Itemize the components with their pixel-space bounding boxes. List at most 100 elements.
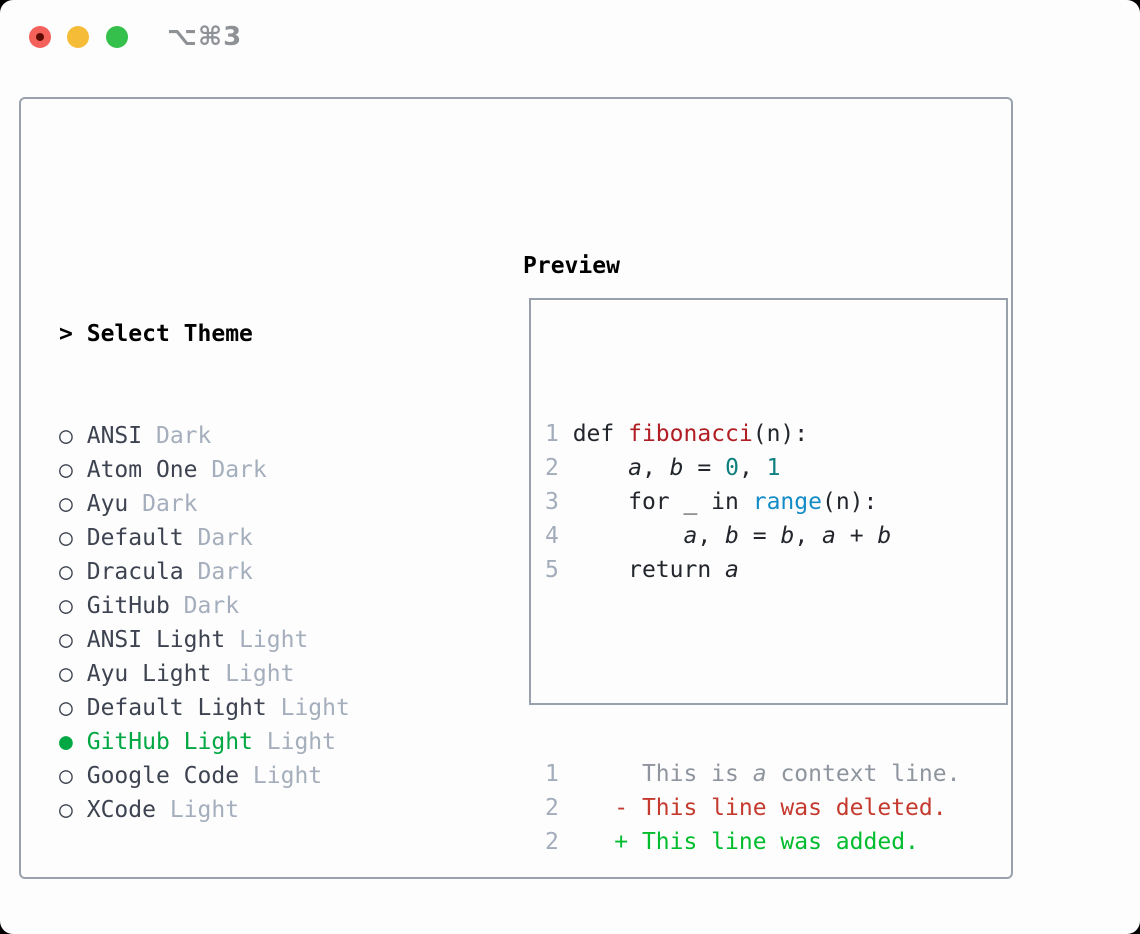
option-variant-label: Dark xyxy=(142,491,198,517)
theme-option[interactable]: ○ Google Code Light xyxy=(59,759,447,793)
option-variant-label: Dark xyxy=(211,457,267,483)
option-variant-label: Light xyxy=(252,763,323,789)
code-token: - This line was deleted. xyxy=(614,795,947,821)
code-token xyxy=(559,455,628,481)
code-token xyxy=(559,523,684,549)
code-token: b xyxy=(669,455,684,481)
radio-unselected-icon: ○ xyxy=(59,797,73,823)
theme-option[interactable]: ○ GitHub Dark xyxy=(59,589,447,623)
line-number: 2 xyxy=(545,795,559,821)
code-line: 5 return a xyxy=(545,553,960,587)
option-label: Default xyxy=(86,525,184,551)
radio-unselected-icon: ○ xyxy=(59,593,73,619)
theme-option[interactable]: ○ Dracula Dark xyxy=(59,555,447,589)
code-token: def xyxy=(558,421,629,447)
theme-option[interactable]: ● GitHub Light Light xyxy=(59,725,447,759)
code-token: 1 xyxy=(766,455,781,481)
window-title: ⌥⌘3 xyxy=(167,22,243,52)
radio-unselected-icon: ○ xyxy=(59,423,73,449)
theme-picker-panel: > Select Theme ○ ANSI Dark○ Atom One Dar… xyxy=(19,97,1013,879)
preview-header: Preview xyxy=(523,253,620,279)
close-dot-icon xyxy=(36,33,44,41)
diff-line: 1 This is a context line. xyxy=(545,757,960,791)
option-variant-label: Dark xyxy=(197,525,253,551)
code-token: , xyxy=(794,523,823,549)
select-theme-header: > Select Theme xyxy=(59,317,447,351)
focus-caret-icon: > xyxy=(59,321,73,347)
theme-list: ○ ANSI Dark○ Atom One Dark○ Ayu Dark○ De… xyxy=(59,419,447,827)
code-token: This is xyxy=(558,761,753,787)
option-variant-label: Light xyxy=(225,661,295,687)
code-token: + xyxy=(835,523,878,549)
radio-unselected-icon: ○ xyxy=(59,695,73,721)
theme-option[interactable]: ○ Ayu Light Light xyxy=(59,657,447,691)
code-token: = xyxy=(683,455,726,481)
code-token: = xyxy=(738,523,781,549)
theme-option[interactable]: ○ Ayu Dark xyxy=(59,487,447,521)
line-number: 4 xyxy=(545,523,559,549)
option-label: Atom One xyxy=(86,457,198,483)
code-token xyxy=(559,795,614,821)
option-variant-label: Dark xyxy=(183,593,240,619)
code-token xyxy=(559,829,614,855)
option-label: ANSI xyxy=(86,423,143,449)
option-label: Ayu Light xyxy=(86,661,212,687)
option-variant-label: Dark xyxy=(155,423,212,449)
code-token: a xyxy=(683,523,698,549)
line-number: 2 xyxy=(545,829,559,855)
code-token: a xyxy=(628,455,642,481)
code-token: context line. xyxy=(766,761,961,787)
code-token: 0 xyxy=(725,455,739,481)
code-token: a xyxy=(725,557,739,583)
code-token: b xyxy=(725,523,739,549)
option-variant-label: Light xyxy=(266,729,336,755)
theme-option[interactable]: ○ Default Dark xyxy=(59,521,447,555)
zoom-button[interactable] xyxy=(106,26,128,48)
theme-option[interactable]: ○ XCode Light xyxy=(59,793,447,827)
radio-unselected-icon: ○ xyxy=(59,763,73,789)
option-label: GitHub xyxy=(86,593,170,619)
line-number: 1 xyxy=(545,421,559,447)
code-token: a xyxy=(752,761,767,787)
option-label: Google Code xyxy=(86,763,240,789)
code-token: fibonacci xyxy=(628,421,753,447)
titlebar[interactable]: ⌥⌘3 xyxy=(0,0,1140,72)
diff-sample: 1 This is a context line. 2 - This line w… xyxy=(545,757,960,859)
option-variant-label: Light xyxy=(280,695,350,721)
radio-unselected-icon: ○ xyxy=(59,525,73,551)
preview-box xyxy=(529,298,1008,705)
code-token: , xyxy=(738,455,767,481)
radio-unselected-icon: ○ xyxy=(59,457,73,483)
option-label: Ayu xyxy=(86,491,129,517)
line-number: 2 xyxy=(545,455,559,481)
radio-unselected-icon: ○ xyxy=(59,491,73,517)
radio-unselected-icon: ○ xyxy=(59,627,73,653)
code-token: + This line was added. xyxy=(614,829,919,855)
theme-option[interactable]: ○ ANSI Dark xyxy=(59,419,447,453)
code-token: (n): xyxy=(821,489,878,515)
code-token: (n): xyxy=(752,421,809,447)
theme-option[interactable]: ○ Atom One Dark xyxy=(59,453,447,487)
theme-option[interactable]: ○ ANSI Light Light xyxy=(59,623,447,657)
code-token: , xyxy=(641,455,670,481)
close-button[interactable] xyxy=(29,26,51,48)
code-line: 1 def fibonacci(n): xyxy=(545,417,960,451)
code-line: 2 a, b = 0, 1 xyxy=(545,451,960,485)
spacer xyxy=(545,655,960,689)
select-theme-label: Select Theme xyxy=(86,321,253,347)
option-label: XCode xyxy=(86,797,156,823)
diff-line: 2 + This line was added. xyxy=(545,825,960,859)
option-label: Dracula xyxy=(86,559,184,585)
spacer xyxy=(59,895,447,929)
minimize-button[interactable] xyxy=(67,26,89,48)
option-label: Default Light xyxy=(86,695,267,721)
radio-selected-icon: ● xyxy=(59,729,73,755)
code-token: range xyxy=(752,489,822,515)
option-variant-label: Light xyxy=(239,627,309,653)
code-token: for _ in xyxy=(558,489,753,515)
theme-option[interactable]: ○ Default Light Light xyxy=(59,691,447,725)
code-token: b xyxy=(780,523,795,549)
